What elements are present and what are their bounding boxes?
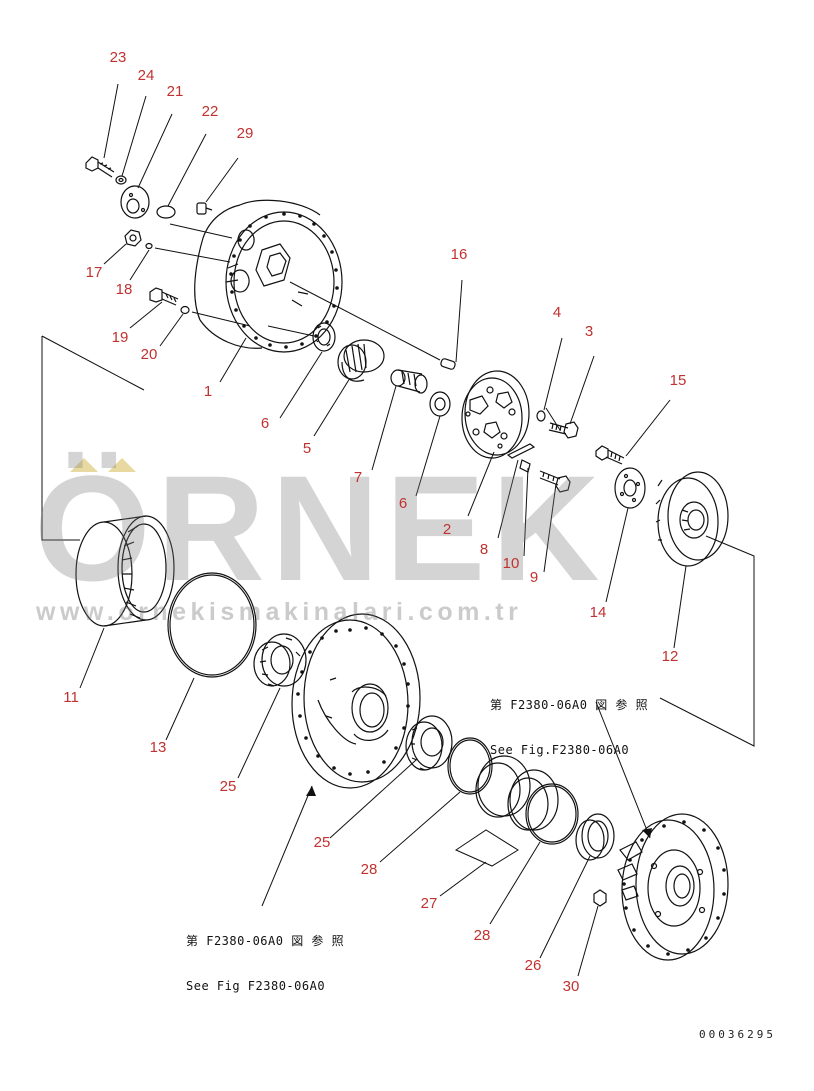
callout-4: 4 <box>552 304 562 321</box>
plug-17 <box>124 229 142 247</box>
callout-25a: 25 <box>219 778 237 795</box>
sprocket-assembly <box>617 813 729 961</box>
plug-30 <box>593 889 607 907</box>
callout-21: 21 <box>166 83 184 100</box>
snap-ring-28-lower <box>525 783 579 845</box>
sprocket-bolt-holes <box>622 820 726 956</box>
callout-15: 15 <box>669 372 687 389</box>
bearing-6-upper <box>312 322 336 352</box>
callout-13: 13 <box>149 739 167 756</box>
bearing-25-right <box>405 715 453 771</box>
washer-10 <box>519 459 531 473</box>
coupling-12 <box>655 471 729 567</box>
snap-ring-28-upper <box>447 737 493 795</box>
housing-1-bolt-holes <box>229 212 339 349</box>
bearing-6-lower <box>429 391 451 417</box>
callout-7: 7 <box>353 469 363 486</box>
callout-1: 1 <box>203 383 213 400</box>
callout-26: 26 <box>524 957 542 974</box>
callout-11: 11 <box>63 689 79 706</box>
callout-17: 17 <box>85 264 103 281</box>
callout-8: 8 <box>479 541 489 558</box>
callout-20: 20 <box>140 346 158 363</box>
housing-1 <box>194 199 343 353</box>
callout-30: 30 <box>562 978 580 995</box>
bolt-23 <box>85 156 115 178</box>
callout-12: 12 <box>661 648 679 665</box>
ring-gear-11 <box>75 515 175 627</box>
leader-lines <box>79 83 687 977</box>
callout-25b: 25 <box>313 834 331 851</box>
hub-25 <box>291 613 421 789</box>
reference-note-left: 第 F2380-06A0 図 参 照 See Fig F2380-06A0 <box>186 904 344 1009</box>
callout-2: 2 <box>442 521 452 538</box>
carrier-plate-2 <box>461 370 530 459</box>
callout-22: 22 <box>201 103 219 120</box>
o-ring-22 <box>156 205 176 219</box>
collar-26 <box>575 813 615 861</box>
spacer-7 <box>390 369 428 394</box>
callout-28a: 28 <box>360 861 378 878</box>
bearing-5 <box>337 339 385 382</box>
document-number: 00036295 <box>699 1028 776 1041</box>
reference-note-left-en: See Fig F2380-06A0 <box>186 979 326 993</box>
callout-3: 3 <box>584 323 594 340</box>
assembly-axis-lines <box>41 223 755 867</box>
callout-14: 14 <box>589 604 607 621</box>
key-8 <box>506 443 536 459</box>
callout-9: 9 <box>529 569 539 586</box>
leader-arrowheads <box>306 786 652 838</box>
plate-21 <box>120 185 150 219</box>
seal-27 <box>475 755 559 831</box>
plug-29 <box>196 202 213 215</box>
callout-29: 29 <box>236 125 254 142</box>
callout-6b: 6 <box>398 495 408 512</box>
washer-4 <box>536 410 546 422</box>
callout-10: 10 <box>502 555 520 572</box>
bolt-15 <box>595 445 625 465</box>
reference-note-left-jp: 第 F2380-06A0 図 参 照 <box>186 934 345 948</box>
washer-24 <box>115 175 127 185</box>
hub-25-bolt-holes <box>296 626 410 776</box>
callout-28b: 28 <box>473 927 491 944</box>
o-ring-18 <box>145 242 153 250</box>
bearing-25-left <box>253 633 307 687</box>
reference-note-right-jp: 第 F2380-06A0 図 参 照 <box>490 698 649 712</box>
washer-20 <box>180 305 190 315</box>
bolt-19 <box>149 287 179 306</box>
reference-note-right-en: See Fig.F2380-06A0 <box>490 743 630 757</box>
callout-23: 23 <box>109 49 127 66</box>
callout-6a: 6 <box>260 415 270 432</box>
washer-plate-14 <box>614 467 646 509</box>
watermark-umlaut <box>70 458 136 472</box>
snap-ring-13 <box>167 572 257 678</box>
callout-19: 19 <box>111 329 129 346</box>
callout-27: 27 <box>420 895 438 912</box>
callout-24: 24 <box>137 67 155 84</box>
reference-note-right: 第 F2380-06A0 図 参 照 See Fig.F2380-06A0 <box>490 668 648 773</box>
bolt-3 <box>548 421 579 439</box>
callout-5: 5 <box>302 440 312 457</box>
pin-16 <box>440 358 456 370</box>
callout-16: 16 <box>450 246 468 263</box>
callout-18: 18 <box>115 281 133 298</box>
